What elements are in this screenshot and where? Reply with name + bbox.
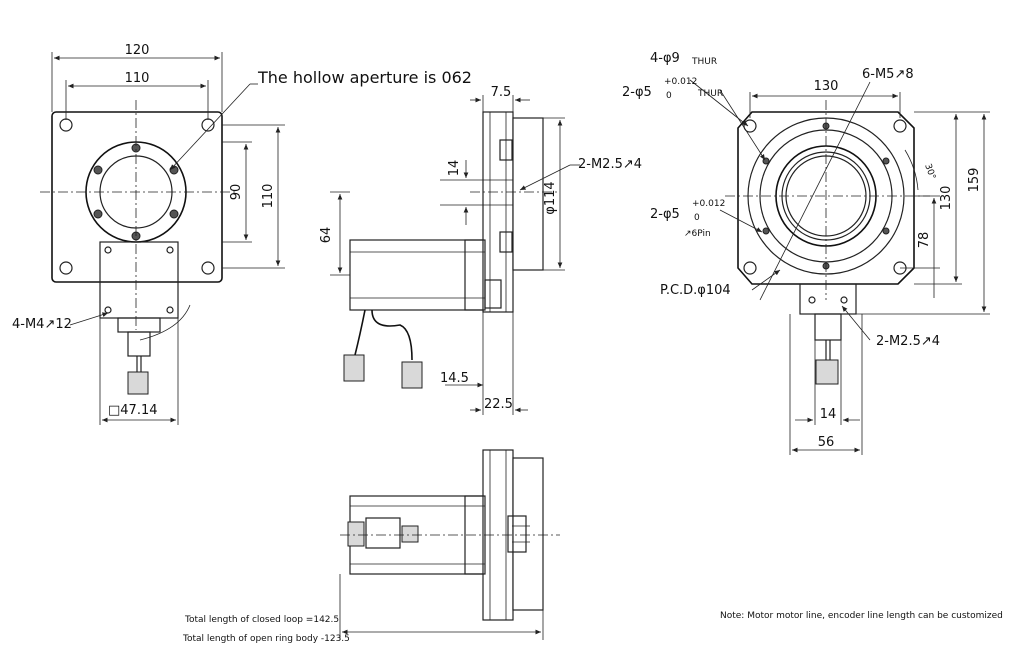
rear-thread-m5: 6-M5↗8 — [862, 67, 914, 82]
side-dim-diameter: φ114 — [543, 181, 558, 214]
side-flange-plate — [482, 111, 514, 313]
rear-view — [689, 79, 990, 455]
side-encoder-connector — [401, 361, 423, 389]
aperture-note: The hollow aperture is 062 — [257, 68, 472, 87]
rear-flange-outline — [737, 111, 915, 285]
rear-pcd: P.C.D.φ104 — [660, 283, 731, 298]
note-customize: Note: Motor motor line, encoder line len… — [720, 611, 1003, 621]
side-dim-22-5: 22.5 — [484, 397, 513, 412]
side-motor-connector — [343, 354, 365, 382]
rear-dim-56: 56 — [818, 435, 835, 450]
rear-dim-130-right: 130 — [939, 186, 954, 211]
front-dim-120: 120 — [125, 43, 150, 58]
side-dim-64: 64 — [319, 227, 334, 244]
rear-angle: 30° — [922, 163, 937, 181]
front-corner-hole-bl — [59, 261, 73, 275]
rear-dim-159: 159 — [967, 168, 982, 193]
bottom-encoder-box — [365, 517, 401, 549]
rear-pin-tol-lower: 0 — [666, 91, 672, 101]
rear-connector — [815, 359, 839, 385]
side-dim-14: 14 — [447, 160, 462, 177]
rear-pin-hole: 2-φ5 — [622, 85, 652, 100]
rear-pin2-depth: ↗6Pin — [684, 229, 711, 239]
rear-pin2-tol-lower: 0 — [694, 213, 700, 223]
front-dim-110-right: 110 — [261, 184, 276, 209]
front-motor-body — [99, 241, 179, 319]
front-dim-110: 110 — [125, 71, 150, 86]
front-flange-square — [51, 111, 223, 283]
front-hub-bolts — [93, 143, 179, 241]
rear-hole-thru: 4-φ9 — [650, 51, 680, 66]
front-connector — [127, 371, 149, 395]
side-dim-14-5: 14.5 — [440, 371, 469, 386]
rear-corner-holes — [743, 119, 907, 275]
rear-pin2-tol-upper: +0.012 — [692, 199, 725, 209]
rear-dim-130-top: 130 — [814, 79, 839, 94]
bottom-connector-1 — [347, 521, 365, 547]
rear-pin-tol-upper: +0.012 — [664, 77, 697, 87]
side-dim-7-5: 7.5 — [491, 85, 512, 100]
bottom-rotor-ring — [512, 457, 544, 611]
front-corner-hole-tl — [59, 118, 73, 132]
rear-hole-thru-sub: THUR — [691, 57, 717, 67]
rear-dim-78: 78 — [917, 232, 932, 249]
note-open-ring: Total length of open ring body -123.5 — [182, 634, 350, 644]
rear-dim-14: 14 — [820, 407, 837, 422]
front-view — [40, 52, 285, 425]
side-view — [330, 95, 580, 415]
side-rotor-ring — [512, 117, 544, 271]
front-corner-hole-br — [201, 261, 215, 275]
bottom-view — [339, 449, 560, 640]
front-encoder-cap — [117, 317, 161, 333]
side-thread-note: 2-M2.5↗4 — [578, 157, 642, 172]
front-motor-square-dim: □47.14 — [108, 403, 158, 418]
rear-thread-m25: 2-M2.5↗4 — [876, 334, 940, 349]
bottom-connector-2 — [401, 525, 419, 543]
note-closed-loop: Total length of closed loop =142.5 — [184, 615, 339, 625]
rear-bottom-tab — [799, 283, 857, 315]
rear-pin-hole-sub: THUR — [697, 89, 723, 99]
rear-pin2: 2-φ5 — [650, 207, 680, 222]
rear-m5-holes — [762, 122, 890, 270]
front-dim-90: 90 — [229, 184, 244, 201]
front-thread-note: 4-M4↗12 — [12, 317, 72, 332]
